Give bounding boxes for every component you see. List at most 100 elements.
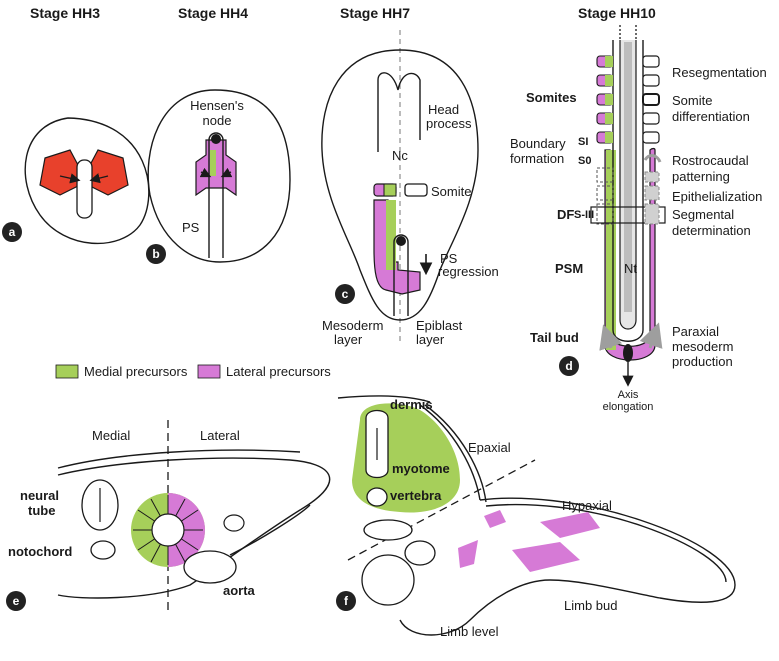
neural-tube-label-1: neural (20, 488, 59, 503)
si-label: SI (578, 136, 588, 148)
migration-arrow (89, 173, 109, 184)
dermis-label: dermis (390, 397, 433, 412)
boundary-label-1: Boundary (510, 136, 566, 151)
limb-muscle-precursor (458, 540, 478, 568)
ectoderm (57, 449, 301, 469)
epaxial-boundary-2 (424, 404, 487, 503)
limb-bud-outline (399, 497, 736, 636)
lateral-label: Lateral (200, 428, 240, 443)
epaxial-label: Epaxial (468, 440, 511, 455)
myocoele (151, 513, 185, 547)
notochord (90, 540, 116, 560)
axis-elongation-label-2: elongation (603, 401, 654, 413)
hypaxial-precursor (484, 510, 506, 528)
legend-lateral-swatch (197, 364, 221, 379)
embryo-outline (24, 117, 150, 245)
somite-medial (605, 113, 613, 124)
stage-hh4-title: Stage HH4 (178, 5, 248, 21)
aorta (404, 540, 436, 566)
nt-label: Nt (624, 261, 637, 276)
somite (642, 74, 660, 87)
limb-bud-inner (485, 503, 727, 583)
badge-f-label: f (344, 594, 349, 608)
badge-d-label: d (565, 359, 572, 373)
nc-label: Nc (392, 148, 408, 163)
axis-elongation-label-1: Axis (618, 389, 639, 401)
paraxial-label-3: production (672, 354, 733, 369)
badge-e-label: e (13, 594, 20, 608)
embryo-outline (321, 49, 479, 321)
badge-b (146, 244, 166, 264)
mesonephros (363, 519, 413, 541)
df-label: DF (557, 207, 574, 222)
somite-diff-label-1: Somite (672, 93, 712, 108)
paraxial-label-2: mesoderm (672, 339, 733, 354)
myotome-label: myotome (392, 461, 450, 476)
prospective-somite (596, 203, 614, 225)
aorta (183, 550, 237, 584)
somite-right (404, 183, 428, 197)
somite (642, 55, 660, 68)
boundary-label-2: formation (510, 151, 564, 166)
prospective-somite-grey (644, 185, 660, 201)
medial-precursor-zone (386, 200, 396, 270)
panel-c: Stage HH7 Head process Nc Somite PS regr… (321, 5, 499, 347)
medial-label: Medial (92, 428, 130, 443)
gut-region (361, 554, 415, 606)
badge-c-label: c (342, 287, 349, 301)
forming-somite-grey (643, 154, 662, 163)
psm-medial-left (606, 150, 616, 350)
somite-diff-label-2: differentiation (672, 109, 750, 124)
dermis-line (337, 395, 431, 403)
legend-medial-swatch (55, 364, 79, 379)
badge-f (336, 591, 356, 611)
somite (642, 112, 660, 125)
migration-arrow (59, 173, 81, 184)
badge-c (335, 284, 355, 304)
medial-precursor-zone (210, 150, 216, 176)
head-process-label-2: process (426, 116, 472, 131)
neural-tube-open-end (619, 25, 637, 40)
limb-muscle-precursor (512, 542, 580, 572)
segmental-label-1: Segmental (672, 207, 734, 222)
s0-label: S0 (578, 155, 591, 167)
ps-label: PS (182, 220, 200, 235)
production-arrow (599, 324, 623, 351)
badge-a-label: a (9, 225, 16, 239)
somite-left-medial (383, 183, 397, 197)
prospective-somite-grey (644, 171, 660, 183)
s-iii-label: S-III (574, 209, 594, 221)
intermediate-mesoderm (229, 504, 311, 556)
limb-muscle-precursor (540, 512, 600, 538)
hensens-node (211, 134, 221, 144)
legend-medial-label: Medial precursors (84, 364, 188, 379)
primitive-streak (208, 132, 224, 258)
limb-level-label: Limb level (440, 624, 499, 639)
ps-regression-label-2: regression (438, 264, 499, 279)
epaxial-hypaxial-divider (347, 459, 536, 561)
prospective-somite-grey (644, 203, 660, 225)
vertebra-label: vertebra (390, 488, 442, 503)
embryo-outline (147, 89, 291, 263)
early-mesoderm-right (87, 149, 129, 196)
primitive-streak (76, 159, 93, 219)
somite-label: Somite (431, 184, 471, 199)
notochord-label: notochord (8, 544, 72, 559)
badge-b-label: b (152, 247, 159, 261)
aorta-label: aorta (223, 583, 256, 598)
legend: Medial precursors Lateral precursors (55, 364, 331, 379)
mesoderm-layer-label-2: layer (334, 332, 363, 347)
panel-f: dermis Epaxial myotome vertebra Hypaxial… (336, 395, 736, 639)
badge-e (6, 591, 26, 611)
production-arrow (639, 322, 663, 349)
rostrocaudal-label-2: patterning (672, 169, 730, 184)
panel-d: Stage HH10 (510, 5, 767, 413)
ps-regression-label-1: PS (440, 251, 458, 266)
epiblast-layer-label-2: layer (416, 332, 445, 347)
somite (642, 131, 660, 144)
notochord (624, 42, 632, 312)
panel-b: Stage HH4 Hensen's node PS b (146, 5, 291, 264)
head-process-label-1: Head (428, 102, 459, 117)
hensens-node (396, 236, 406, 246)
